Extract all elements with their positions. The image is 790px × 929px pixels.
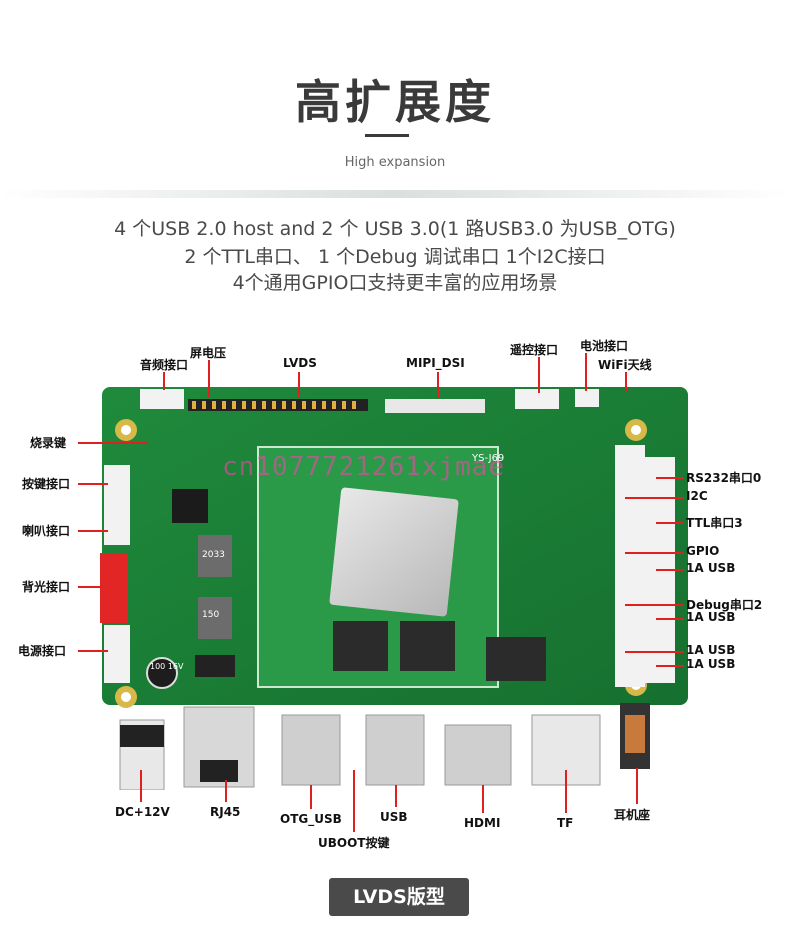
hdmi-port bbox=[444, 724, 512, 786]
emmc-chip bbox=[486, 637, 546, 681]
chip-b-label: 150 bbox=[202, 610, 219, 620]
power-connector bbox=[104, 625, 130, 683]
ram-chip bbox=[333, 621, 388, 671]
label-audio: 音频接口 bbox=[140, 358, 189, 372]
page-title: 高扩展度 bbox=[295, 75, 495, 129]
label-lvds: LVDS bbox=[283, 356, 317, 370]
label-rs232: RS232串口0 bbox=[686, 471, 762, 485]
label-mipi: MIPI_DSI bbox=[406, 356, 465, 370]
spec-line-gpio: 4个通用GPIO口支持更丰富的应用场景 bbox=[232, 272, 558, 294]
spec-line-serial: 2 个TTL串口、 1 个Debug 调试串口 1个I2C接口 bbox=[184, 246, 606, 268]
usb-port bbox=[365, 714, 425, 786]
decor-band bbox=[0, 190, 790, 198]
label-usb-1: 1A USB bbox=[686, 561, 736, 575]
soc-chip bbox=[329, 487, 459, 617]
right-connectors bbox=[615, 445, 645, 687]
label-battery: 电池接口 bbox=[580, 339, 629, 353]
version-badge: LVDS版型 bbox=[329, 878, 469, 916]
spec-line-usb: 4 个USB 2.0 host and 2 个 USB 3.0(1 路USB3.… bbox=[114, 218, 676, 240]
ram-chip bbox=[400, 621, 455, 671]
cap-label: 100 16V bbox=[150, 662, 184, 671]
label-uboot: UBOOT按键 bbox=[318, 836, 390, 850]
label-tf: TF bbox=[557, 816, 574, 830]
label-screen-voltage: 屏电压 bbox=[190, 346, 227, 360]
watermark: cn1077721261xjmae bbox=[222, 452, 506, 482]
label-rj45: RJ45 bbox=[210, 805, 241, 819]
label-usb-3: 1A USB bbox=[686, 643, 736, 657]
label-gpio: GPIO bbox=[686, 544, 720, 558]
label-backlight: 背光接口 bbox=[22, 580, 71, 594]
speaker-connector bbox=[104, 515, 130, 545]
label-power: 电源接口 bbox=[18, 644, 67, 658]
board-id: YS-J69 bbox=[471, 453, 504, 464]
label-burn-key: 烧录键 bbox=[30, 436, 67, 450]
audio-connector bbox=[140, 389, 184, 409]
battery-connector bbox=[575, 389, 599, 407]
label-debug: Debug串口2 bbox=[686, 598, 763, 612]
label-usb: USB bbox=[380, 810, 408, 824]
label-dc: DC+12V bbox=[115, 805, 170, 819]
label-otg: OTG_USB bbox=[280, 812, 342, 826]
board-image: 100 16V 2033 150 YS-J69 bbox=[100, 387, 688, 790]
label-speaker: 喇叭接口 bbox=[22, 524, 71, 538]
label-earphone: 耳机座 bbox=[614, 808, 651, 822]
label-i2c: I2C bbox=[686, 489, 708, 503]
remote-connector bbox=[515, 389, 559, 409]
label-ttl: TTL串口3 bbox=[686, 516, 743, 530]
capacitor bbox=[146, 657, 178, 689]
label-remote: 遥控接口 bbox=[510, 343, 559, 357]
label-usb-2: 1A USB bbox=[686, 610, 736, 624]
otg-usb-port bbox=[281, 714, 341, 786]
page-subtitle: High expansion bbox=[344, 155, 446, 170]
label-hdmi: HDMI bbox=[464, 816, 501, 830]
mipi-connector bbox=[385, 399, 485, 413]
backlight-connector bbox=[100, 553, 128, 623]
title-divider bbox=[365, 134, 409, 137]
label-usb-4: 1A USB bbox=[686, 657, 736, 671]
chip-a-label: 2033 bbox=[202, 550, 225, 560]
label-key-port: 按键接口 bbox=[22, 477, 71, 491]
label-wifi: WiFi天线 bbox=[598, 358, 652, 372]
